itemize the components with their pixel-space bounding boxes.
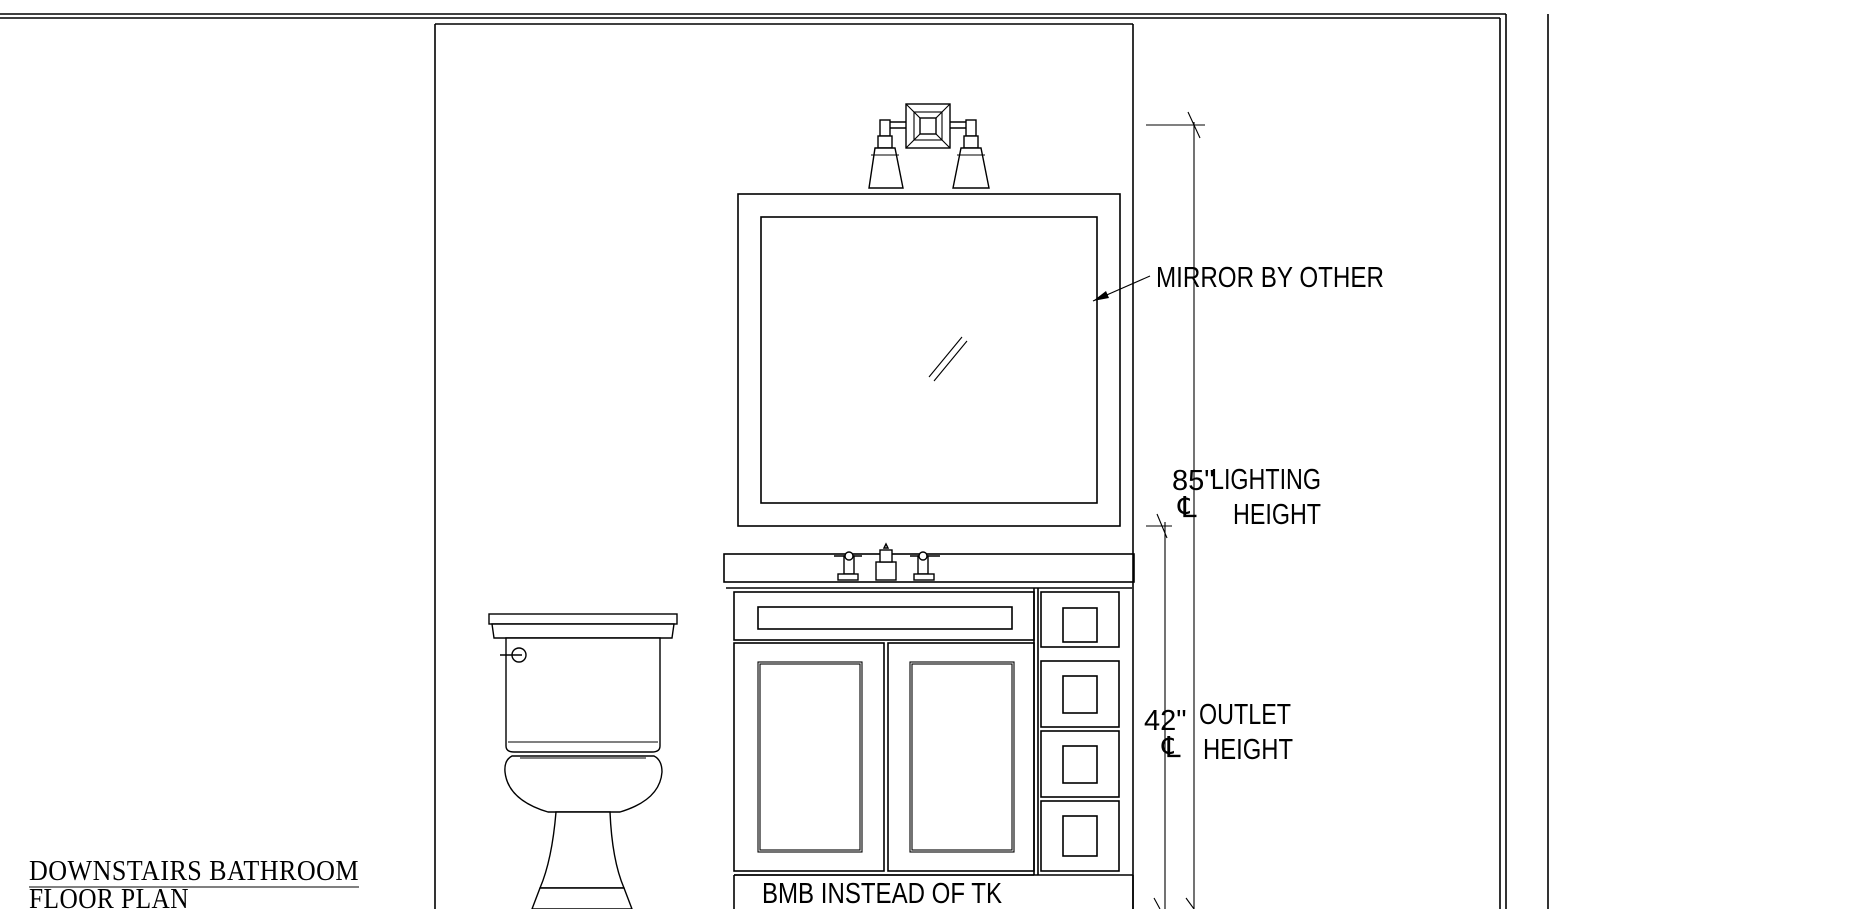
vanity-base xyxy=(733,874,1134,909)
toilet xyxy=(488,613,678,909)
lighting-note-line2: HEIGHT xyxy=(1233,499,1321,531)
sconce-light xyxy=(868,103,990,189)
title-line1: DOWNSTAIRS BATHROOM xyxy=(29,855,359,887)
vanity-countertop xyxy=(723,553,1135,589)
wall-outline xyxy=(434,23,1134,909)
outlet-note-line2: HEIGHT xyxy=(1203,734,1293,766)
mirror xyxy=(737,193,1121,527)
drawer-stack xyxy=(1033,588,1120,875)
outlet-note-line1: OUTLET xyxy=(1199,699,1291,731)
sheet-border xyxy=(0,13,1549,909)
lighting-note-line1: LIGHTING xyxy=(1211,464,1321,496)
mirror-note: MIRROR BY OTHER xyxy=(1156,262,1384,294)
vanity-cabinet xyxy=(733,591,1035,876)
mirror-leader xyxy=(1092,275,1151,302)
outlet-dimension: 42" xyxy=(1144,705,1187,737)
faucet xyxy=(834,542,940,581)
lighting-dimension: 85" xyxy=(1172,465,1215,497)
title-line2: FLOOR PLAN xyxy=(29,883,189,909)
outlet-centerline-symbol: ℄ xyxy=(1161,732,1181,764)
lighting-centerline-symbol: ℄ xyxy=(1177,492,1197,524)
vanity-note: BMB INSTEAD OF TK xyxy=(762,878,1003,909)
dimension-lines xyxy=(1146,111,1205,909)
